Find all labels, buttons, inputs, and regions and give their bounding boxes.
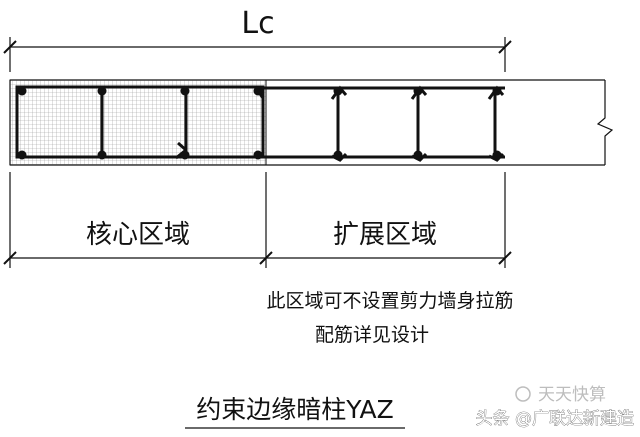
note-line-1: 此区域可不设置剪力墙身拉筋 xyxy=(266,290,513,312)
rebar-dot xyxy=(253,86,263,96)
extension-ties xyxy=(330,85,505,162)
rebar-dot xyxy=(97,150,107,160)
drawing-title: 约束边缘暗柱YAZ xyxy=(196,395,394,424)
top-dimension xyxy=(3,37,512,72)
rebar-dot xyxy=(413,86,423,96)
rebar-dot xyxy=(180,150,190,160)
core-region-hatch xyxy=(9,79,267,166)
rebar-dot xyxy=(97,86,107,96)
rebar-dot xyxy=(492,150,502,160)
core-rebars xyxy=(17,86,263,160)
extension-rebars xyxy=(333,86,502,160)
note-line-2: 配筋详见设计 xyxy=(315,324,429,346)
rebar-dot xyxy=(413,150,423,160)
rebar-dot xyxy=(333,150,343,160)
watermark-faint-text: 天天快算 xyxy=(538,385,606,405)
watermark-credit-text: 头条 @广联达新建造 xyxy=(476,409,634,429)
dimension-label-lc: Lc xyxy=(241,6,274,41)
rebar-dot xyxy=(333,86,343,96)
rebar-dot xyxy=(180,86,190,96)
watermark-logo-icon xyxy=(515,386,531,402)
watermark: 天天快算 头条 @广联达新建造 xyxy=(475,385,634,429)
rebar-dot xyxy=(253,150,263,160)
rebar-dot xyxy=(17,150,27,160)
rebar-dot xyxy=(492,86,502,96)
extension-region-label: 扩展区域 xyxy=(333,220,437,250)
core-region-label: 核心区域 xyxy=(86,220,190,250)
rebar-dot xyxy=(17,86,27,96)
extension-longitudinal-bars xyxy=(263,86,505,159)
zone-dimension xyxy=(3,172,512,268)
